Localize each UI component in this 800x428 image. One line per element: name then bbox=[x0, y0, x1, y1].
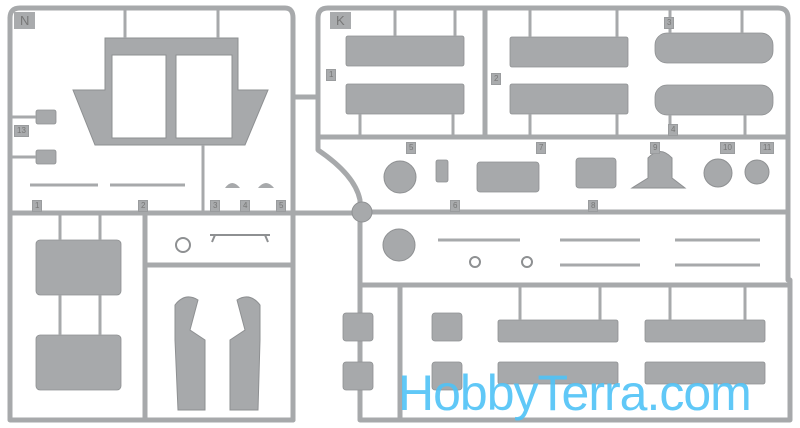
sprue-runner bbox=[7, 5, 296, 423]
part-number: 11 bbox=[760, 142, 775, 154]
panel-part bbox=[509, 83, 629, 115]
hull-panel-part bbox=[72, 37, 269, 146]
part-number: 2 bbox=[138, 200, 149, 212]
bracket-part bbox=[210, 234, 270, 243]
hinge-part bbox=[35, 109, 57, 125]
plate-part bbox=[35, 239, 122, 296]
cap-part bbox=[744, 159, 770, 185]
part-number: 5 bbox=[276, 200, 287, 212]
panel-part bbox=[644, 319, 766, 343]
panel-part bbox=[345, 35, 465, 67]
sprue-letter-k: K bbox=[330, 12, 351, 29]
ring-part bbox=[469, 256, 481, 268]
block-part bbox=[342, 361, 374, 391]
panel-part bbox=[644, 361, 766, 385]
grille-part bbox=[703, 158, 733, 188]
plate-part bbox=[35, 334, 122, 391]
bracket-part bbox=[435, 159, 449, 183]
part-number: 1 bbox=[326, 69, 337, 81]
part-number: 4 bbox=[668, 124, 679, 136]
block-part bbox=[342, 312, 374, 342]
panel-part bbox=[509, 36, 629, 68]
lever-part bbox=[225, 183, 240, 188]
part-number: 3 bbox=[210, 200, 221, 212]
part-number: 13 bbox=[14, 125, 29, 137]
ring-part bbox=[521, 256, 533, 268]
mount-part bbox=[630, 151, 687, 189]
part-number: 4 bbox=[240, 200, 251, 212]
part-number: 8 bbox=[588, 200, 599, 212]
cylinder-part bbox=[654, 84, 774, 116]
part-number: 7 bbox=[536, 142, 547, 154]
elbow-part bbox=[575, 157, 617, 189]
panel-part bbox=[345, 83, 465, 115]
part-number: 1 bbox=[32, 200, 43, 212]
sprue-runner bbox=[315, 15, 793, 423]
panel-part bbox=[497, 319, 619, 343]
part-number: 6 bbox=[450, 200, 461, 212]
hinge-part bbox=[35, 149, 57, 165]
part-number: 9 bbox=[650, 142, 661, 154]
grille-part bbox=[382, 228, 416, 262]
exhaust-part bbox=[174, 296, 206, 411]
ring-part bbox=[175, 237, 191, 253]
sprue-runner bbox=[315, 5, 791, 283]
valve-part bbox=[476, 161, 540, 193]
block-part bbox=[431, 361, 463, 391]
exhaust-part bbox=[229, 296, 261, 411]
part-number: 10 bbox=[720, 142, 735, 154]
sprue-hub bbox=[351, 201, 373, 223]
grille-part bbox=[383, 160, 417, 194]
cylinder-part bbox=[654, 32, 774, 64]
watermark: HobbyTerra.com bbox=[398, 365, 752, 421]
block-part bbox=[431, 312, 463, 342]
sprue-letter-n: N bbox=[14, 12, 36, 29]
part-number: 2 bbox=[491, 73, 502, 85]
panel-part bbox=[497, 361, 619, 385]
sprue-runner bbox=[7, 15, 296, 423]
part-number: 5 bbox=[406, 142, 417, 154]
lever-part bbox=[258, 183, 274, 188]
part-number: 3 bbox=[664, 17, 675, 29]
